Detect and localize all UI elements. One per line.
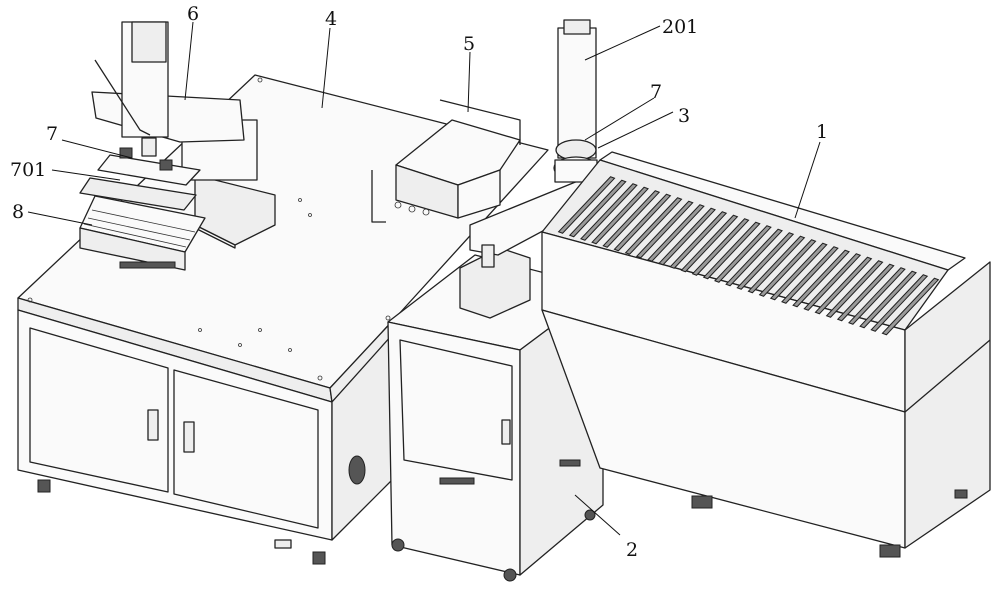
rack-slat [758, 239, 817, 297]
label-701: 701 [10, 159, 46, 181]
rack-slat [870, 274, 929, 332]
foot [312, 551, 326, 565]
door-handle-left [147, 409, 159, 441]
gripper-left [79, 147, 201, 211]
rack-slat [736, 232, 795, 290]
rack-slat [680, 214, 739, 273]
feeder-box-5 [371, 99, 521, 223]
rack-slat [702, 221, 761, 280]
right-door [173, 369, 319, 529]
rack-slats [557, 176, 940, 336]
rack-slat [647, 204, 705, 262]
rack-slat [658, 207, 716, 266]
label-8: 8 [12, 201, 24, 223]
rack-slat [568, 179, 627, 238]
rack-slat [635, 200, 694, 259]
label-1: 1 [816, 121, 828, 143]
label-4: 4 [325, 8, 337, 30]
callout-labels: 1 2 3 4 5 6 7 7 8 201 701 [10, 3, 828, 561]
rack-slat [848, 267, 906, 325]
rack-slat [669, 211, 728, 269]
rack-slat [781, 246, 839, 304]
leader-lines [27, 21, 821, 536]
rack-slat [557, 176, 616, 234]
rack-slat [769, 242, 828, 301]
label-5: 5 [463, 33, 475, 55]
right-robot-column [557, 27, 597, 159]
door-handle-right [183, 421, 195, 453]
rack-slat [859, 270, 917, 329]
label-7a: 7 [46, 123, 58, 145]
rack-slat [580, 183, 638, 241]
label-6: 6 [187, 3, 199, 25]
rack-slat [803, 253, 862, 311]
label-3: 3 [678, 105, 690, 127]
rack-slat [613, 193, 672, 252]
left-door [29, 327, 169, 493]
rack-slat [624, 197, 683, 255]
rack-slat [836, 263, 895, 322]
rack-slat [825, 260, 884, 318]
rack-side [904, 261, 991, 549]
foot [37, 479, 51, 493]
rack-slat [714, 225, 772, 283]
vent-grille [348, 455, 366, 485]
tray-8 [79, 195, 206, 271]
rack-slat [747, 235, 806, 294]
rack-slat [792, 249, 850, 308]
rack-slat [725, 228, 783, 287]
rack-slat [814, 256, 873, 315]
rack-slat [881, 277, 940, 336]
gripper-plate-701 [79, 177, 197, 211]
label-7b: 7 [650, 81, 662, 103]
label-2: 2 [626, 539, 638, 561]
label-201: 201 [662, 16, 698, 38]
pedestal-front [387, 321, 521, 576]
rack-slat [602, 190, 661, 248]
rack-slat [591, 186, 649, 245]
rack-slat [691, 218, 750, 276]
pedestal-door [399, 339, 513, 481]
material-rack-1 [541, 151, 991, 558]
